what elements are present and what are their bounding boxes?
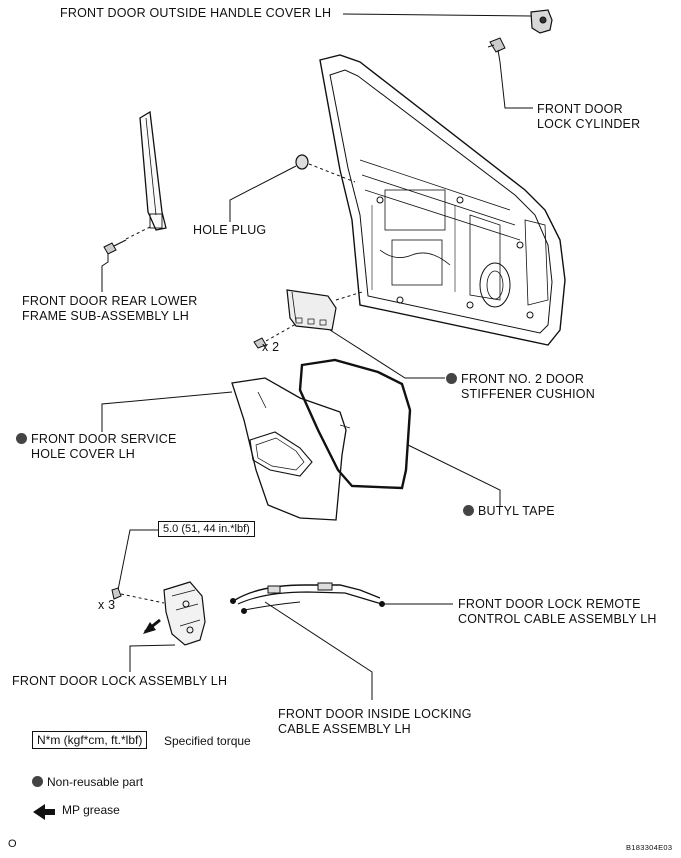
- cushion-dash: [335, 291, 363, 301]
- label-outside-handle-cover: FRONT DOOR OUTSIDE HANDLE COVER LH: [60, 6, 332, 20]
- butyl-tape-drawing: [298, 358, 412, 490]
- door-lock-assembly-drawing: [163, 581, 206, 646]
- door-panel-drawing: [319, 54, 566, 346]
- leader-butyl-tape: [407, 444, 501, 506]
- leader-inside-locking-cable: [264, 601, 373, 700]
- figure-code: B183304E03: [626, 843, 673, 852]
- cushion-screw-dash: [265, 323, 297, 342]
- cushion-screw-quantity: x 2: [262, 340, 280, 354]
- leader-lock-cylinder: [499, 61, 533, 109]
- legend-mp-grease: MP grease: [62, 803, 120, 817]
- frame-bolt-dash: [125, 225, 153, 240]
- lock-screw-dash: [120, 593, 165, 604]
- lock-cylinder-drawing: [487, 37, 506, 63]
- leader-hole-plug: [229, 165, 297, 222]
- frame-bolt-drawing: [103, 239, 127, 255]
- label-hole-plug: HOLE PLUG: [193, 223, 267, 237]
- label-stiffener-cushion: FRONT NO. 2 DOOR STIFFENER CUSHION: [446, 372, 595, 402]
- service-hole-cover-drawing: [231, 377, 351, 521]
- non-reusable-dot-icon: [463, 505, 474, 516]
- leader-outside-handle-cover: [342, 13, 532, 17]
- hole-plug-dash: [308, 163, 356, 183]
- corner-mark: O: [8, 838, 17, 850]
- label-service-hole-cover: FRONT DOOR SERVICE HOLE COVER LH: [16, 432, 177, 462]
- legend-torque-box: N*m (kgf*cm, ft.*lbf): [32, 731, 148, 749]
- lock-screw-drawing: [111, 587, 122, 600]
- mp-grease-arrow-icon: [33, 804, 55, 820]
- legend-torque-text: Specified torque: [164, 734, 251, 748]
- leader-stiffener-cushion: [329, 329, 445, 379]
- non-reusable-dot-icon: [32, 776, 43, 787]
- leader-torque-spec: [117, 529, 158, 591]
- outside-handle-cover-drawing: [530, 9, 553, 34]
- lock-screw-quantity: x 3: [98, 598, 116, 612]
- cushion-screw-drawing: [253, 337, 267, 349]
- leader-rear-lower-frame: [101, 254, 109, 292]
- leader-service-hole-cover: [101, 391, 233, 432]
- hole-plug-drawing: [295, 154, 309, 170]
- rear-lower-frame-drawing: [139, 110, 167, 231]
- non-reusable-dot-icon: [446, 373, 457, 384]
- torque-spec-box: 5.0 (51, 44 in.*lbf): [158, 521, 255, 537]
- label-lock-assembly: FRONT DOOR LOCK ASSEMBLY LH: [12, 674, 228, 688]
- stiffener-cushion-drawing: [286, 289, 337, 331]
- leader-lock-assembly: [129, 644, 176, 672]
- legend-non-reusable: Non-reusable part: [32, 775, 143, 789]
- lock-grease-arrowhead-icon: [143, 622, 156, 634]
- non-reusable-dot-icon: [16, 433, 27, 444]
- locking-cables-drawing: [230, 582, 385, 614]
- label-butyl-tape: BUTYL TAPE: [463, 504, 555, 519]
